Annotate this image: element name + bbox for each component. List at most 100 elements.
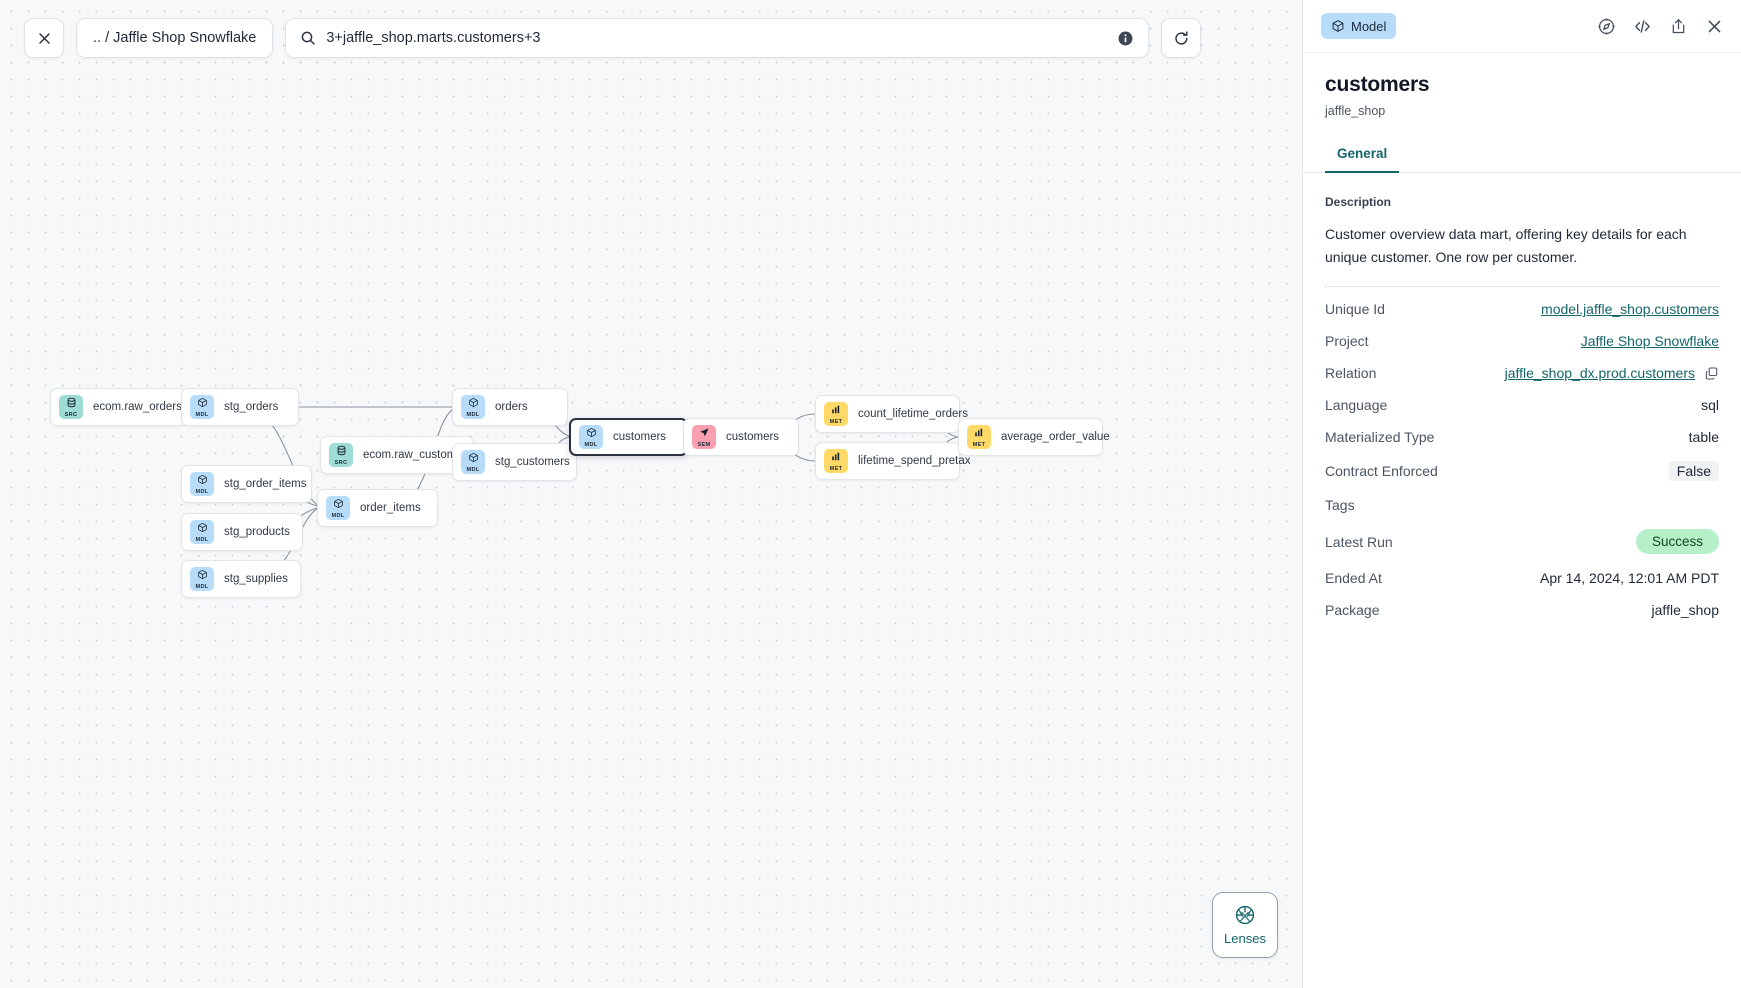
graph-node-label: customers (726, 431, 780, 443)
mdl-badge-icon: MDL (461, 450, 485, 474)
field-value-wrap: Success (1635, 529, 1719, 555)
graph-node-orders[interactable]: MDL orders (452, 388, 568, 426)
src-badge-icon: SRC (329, 443, 353, 467)
field-value-wrap: Jaffle Shop Snowflake (1581, 333, 1719, 349)
field-key: Language (1325, 397, 1388, 414)
met-badge-icon: MET (967, 425, 991, 449)
field-row: Ended At Apr 14, 2024, 12:01 AM PDT (1325, 562, 1719, 594)
field-key: Materialized Type (1325, 429, 1435, 446)
graph-node-stg_orders[interactable]: MDL stg_orders (181, 388, 299, 426)
copy-icon[interactable] (1704, 366, 1719, 381)
met-badge-icon: MET (824, 449, 848, 473)
field-key: Latest Run (1325, 533, 1393, 550)
field-key: Project (1325, 333, 1369, 350)
lineage-search[interactable] (285, 18, 1150, 58)
field-key: Unique Id (1325, 301, 1385, 318)
field-row: Contract Enforced False (1325, 453, 1719, 489)
close-icon (1708, 20, 1720, 32)
search-input[interactable] (326, 30, 1108, 46)
field-value-wrap: Apr 14, 2024, 12:01 AM PDT (1540, 570, 1719, 586)
graph-node-label: orders (495, 401, 528, 413)
close-icon (38, 32, 50, 44)
field-key: Relation (1325, 365, 1377, 382)
mdl-badge-icon: MDL (190, 472, 214, 496)
mdl-badge-icon: MDL (190, 567, 214, 591)
graph-node-label: order_items (360, 502, 421, 514)
graph-node-ecom_raw_orders[interactable]: SRC ecom.raw_orders (50, 388, 188, 426)
node-type-chip[interactable]: Model (1321, 13, 1397, 39)
divider (1325, 286, 1719, 288)
field-value[interactable]: model.jaffle_shop.customers (1541, 301, 1719, 318)
page-title: customers (1325, 73, 1430, 96)
field-value: Apr 14, 2024, 12:01 AM PDT (1540, 570, 1719, 587)
field-value[interactable]: Jaffle Shop Snowflake (1580, 333, 1719, 350)
node-type-label: Model (1351, 18, 1387, 34)
graph-node-label: stg_customers (495, 456, 570, 468)
info-icon[interactable] (1117, 30, 1134, 47)
field-row: Tags (1325, 489, 1719, 521)
field-row: Relation jaffle_shop_dx.prod.customers (1325, 357, 1719, 389)
field-row: Unique Id model.jaffle_shop.customers (1325, 293, 1719, 325)
page-subtitle: jaffle_shop (1325, 104, 1386, 118)
graph-node-label: count_lifetime_orders (858, 408, 968, 420)
graph-node-count_lifetime_orders[interactable]: MET count_lifetime_orders (815, 395, 968, 433)
src-badge-icon: SRC (59, 395, 83, 419)
graph-node-stg_customers[interactable]: MDL stg_customers (452, 443, 577, 481)
graph-node-lifetime_spend_pretax[interactable]: MET lifetime_spend_pretax (815, 442, 971, 480)
mdl-badge-icon: MDL (190, 395, 214, 419)
sem-badge-icon: SEM (692, 425, 716, 449)
share-icon (1672, 18, 1684, 33)
graph-node-label: ecom.raw_orders (93, 401, 182, 413)
met-badge-icon: MET (824, 402, 848, 426)
tab-general[interactable]: General (1325, 140, 1400, 173)
lenses-label: Lenses (1224, 931, 1266, 946)
detail-panel-toolbar: Model (1303, 0, 1741, 53)
graph-node-customers_sem[interactable]: SEM customers (683, 418, 799, 456)
breadcrumb[interactable]: .. / Jaffle Shop Snowflake (76, 18, 274, 58)
breadcrumb-label: .. / Jaffle Shop Snowflake (93, 30, 257, 46)
code-icon (1634, 19, 1650, 33)
refresh-button[interactable] (1161, 18, 1202, 58)
graph-node-label: stg_products (224, 526, 290, 538)
close-panel-button[interactable] (1701, 13, 1727, 39)
field-key: Contract Enforced (1325, 463, 1438, 480)
mdl-badge-icon: MDL (461, 395, 485, 419)
description-label: Description (1325, 195, 1392, 209)
lenses-button[interactable]: Lenses (1212, 892, 1278, 958)
lineage-canvas[interactable]: .. / Jaffle Shop Snowflake (0, 0, 1302, 988)
field-value-wrap: jaffle_shop (1652, 602, 1719, 618)
graph-node-label: lifetime_spend_pretax (858, 455, 971, 467)
field-key: Ended At (1325, 570, 1382, 587)
field-value[interactable]: jaffle_shop_dx.prod.customers (1504, 365, 1695, 382)
field-value: jaffle_shop (1651, 602, 1719, 619)
status-badge: Success (1635, 529, 1719, 555)
field-value: table (1688, 429, 1719, 446)
close-lineage-button[interactable] (24, 18, 64, 58)
share-button[interactable] (1665, 13, 1691, 39)
field-row: Materialized Type table (1325, 421, 1719, 453)
explore-button[interactable] (1593, 13, 1619, 39)
canvas-toolbar: .. / Jaffle Shop Snowflake (24, 18, 1202, 58)
refresh-icon (1175, 30, 1188, 45)
graph-node-label: stg_orders (224, 401, 279, 413)
field-row: Project Jaffle Shop Snowflake (1325, 325, 1719, 357)
field-value-wrap: table (1689, 429, 1719, 445)
panel-header: customers jaffle_shop (1303, 53, 1741, 118)
view-code-button[interactable] (1629, 13, 1655, 39)
field-value: False (1668, 461, 1719, 482)
detail-panel: Model (1302, 0, 1741, 988)
panel-body: Description Customer overview data mart,… (1303, 173, 1741, 988)
field-value-wrap: model.jaffle_shop.customers (1541, 301, 1719, 317)
search-icon (302, 31, 316, 45)
